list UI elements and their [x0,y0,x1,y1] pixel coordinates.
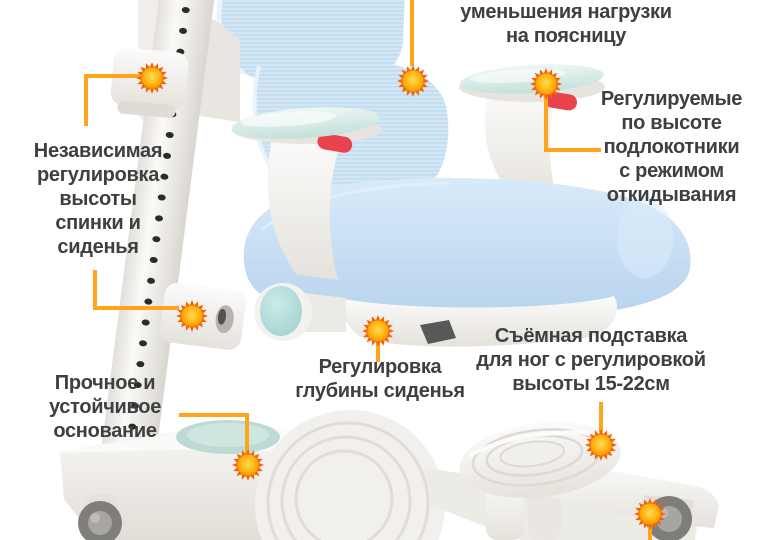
sun-marker-icon [395,63,431,99]
callout-line-independent-top-v [84,74,88,126]
sun-marker-icon [360,313,396,349]
sun-marker-icon [632,496,668,532]
callout-line-footrest [599,402,603,432]
independent-height-label: Независимая регулировка высоты спинки и … [33,140,163,258]
callout-line-independent-bottom-h [93,306,179,310]
footrest-label: Съёмная подставка для ног с регулировкой… [476,325,706,395]
callout-line-base-v [245,413,249,455]
callout-line-armrest-h [544,148,601,152]
callout-line-base-h [179,413,249,417]
callout-line-depth [376,342,380,362]
callout-line-independent-top-h [84,74,140,78]
sun-marker-icon [528,66,564,102]
sun-marker-icon [174,298,210,334]
callout-line-lumbar [410,0,414,66]
sun-marker-icon [583,427,619,463]
callout-line-armrest-v [544,96,548,152]
callout-line-independent-bottom-v [93,270,97,310]
seat-depth-label: Регулировка глубины сиденья [295,356,465,402]
armrests-label: Регулируемые по высоте подлокотники с ре… [600,88,743,206]
lumbar-support-label: уменьшения нагрузки на поясницу [460,1,672,47]
sturdy-base-label: Прочное и устойчивое основание [48,372,162,442]
sun-marker-icon [134,60,170,96]
sun-marker-icon [230,447,266,483]
